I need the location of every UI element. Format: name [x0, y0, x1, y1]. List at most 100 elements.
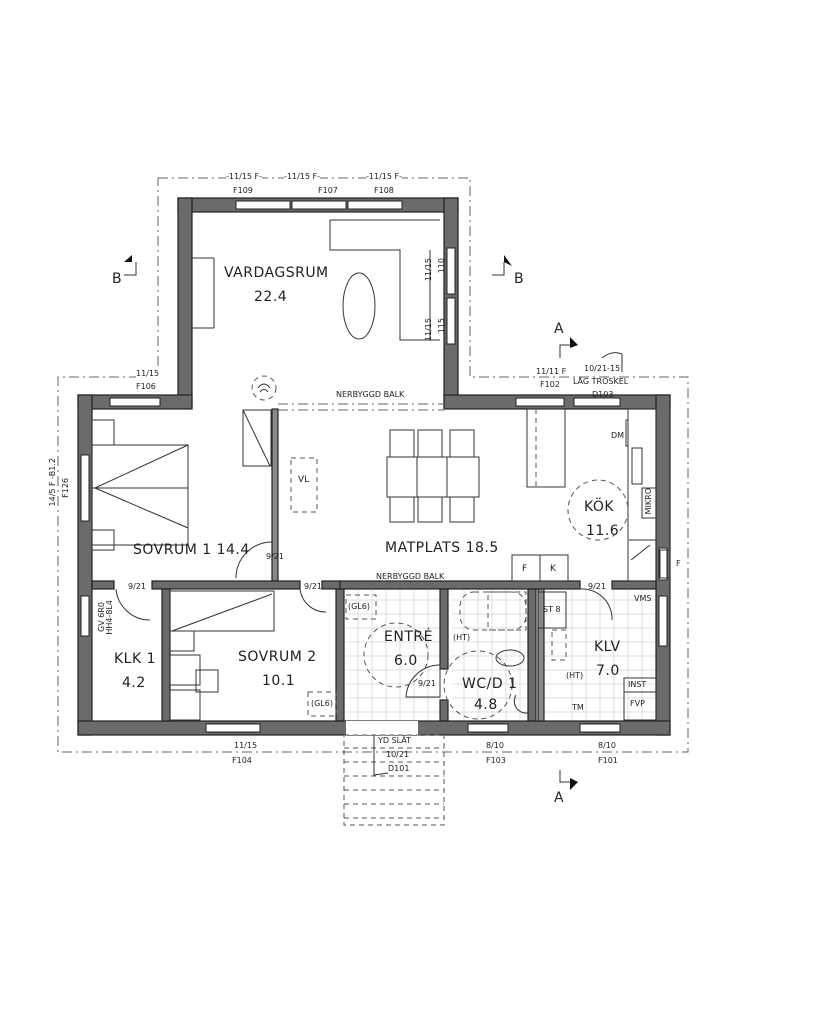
section-marker-a-top: [559, 337, 578, 358]
sofa: [192, 219, 440, 341]
door-size-klv: 9/21: [588, 582, 606, 591]
window-id-f104: F104: [232, 756, 252, 765]
cabinet-st8: [537, 591, 567, 629]
fixture-gl6-entre: (GL6): [348, 602, 370, 611]
bathtub-shower: [459, 591, 527, 631]
room-area-klk1: 4.2: [122, 675, 146, 691]
window-id-f103: F103: [486, 756, 506, 765]
vl-box: [290, 457, 318, 513]
room-label-sovrum2: SOVRUM 2: [238, 649, 317, 665]
fixture-f-right: F: [676, 559, 681, 568]
single-bed: [169, 590, 275, 721]
fixture-vl: VL: [298, 475, 310, 485]
door-id-d103: D103: [592, 390, 614, 399]
window-size-f101: 8/10: [598, 741, 616, 750]
section-marker-b-left: [124, 255, 137, 276]
entry-steps: [343, 734, 445, 826]
ventilation-icon: [251, 375, 277, 401]
beam-label-lower: NERBYGGD BALK: [376, 572, 445, 581]
double-bed: [91, 419, 189, 551]
room-area-wcd1: 4.8: [474, 697, 498, 713]
beam-label-upper: NERBYGGD BALK: [336, 390, 405, 399]
room-label-entre: ENTRÉ: [384, 629, 433, 645]
door-note-d103: LÅG TRÖSKEL: [573, 377, 629, 386]
window-size-f103: 8/10: [486, 741, 504, 750]
window-size-f126: 14/5 F -B1.2: [48, 458, 57, 507]
fixture-mikro: MIKRO: [644, 488, 653, 515]
room-area-sovrum2: 10.1: [262, 673, 296, 689]
dining-table: [386, 429, 480, 523]
fixture-inst: INST: [628, 680, 647, 689]
room-label-sovrum1: SOVRUM 1 14.4: [133, 542, 250, 558]
window-id-f110: 110: [437, 258, 446, 274]
windows: [80, 200, 668, 735]
fixture-ht-klv: (HT): [566, 671, 584, 680]
room-label-wcd1: WC/D 1: [462, 676, 518, 692]
window-size-f102: 11/11 F: [536, 367, 567, 376]
fixture-dm: DM: [611, 431, 625, 440]
section-marker-b-right: [492, 255, 512, 276]
section-label-a-top: A: [554, 321, 564, 337]
door-swing-klv: [579, 588, 613, 621]
interior-walls: [91, 408, 657, 722]
fixture-vms: VMS: [634, 594, 652, 603]
door-size-sovrum1: 9/21: [266, 552, 284, 561]
door-size-wc: 9/21: [418, 679, 436, 688]
toilet-icon: [495, 649, 525, 667]
window-id-f106: F106: [136, 382, 156, 391]
fixture-ht-wc: (HT): [453, 633, 471, 642]
freezer-box: [539, 554, 569, 582]
door-size-d101: 10/21: [386, 750, 410, 759]
sink-icon: [513, 694, 529, 714]
window-size-f107: -11/15 F-: [284, 172, 320, 181]
property-boundary: [57, 177, 689, 753]
turning-circle-kok: [567, 479, 629, 541]
section-label-b-left: B: [112, 271, 122, 287]
fixture-st8: ST 8: [543, 605, 561, 614]
window-size-f109: -11/15 F-: [226, 172, 262, 181]
section-label-a-bottom: A: [554, 790, 564, 806]
fixture-f: F: [522, 564, 528, 574]
window-size-f104: 11/15: [234, 741, 258, 750]
fvp-box: [623, 691, 657, 721]
window-size-f110: 11/15: [424, 258, 433, 282]
coffee-table: [342, 272, 376, 340]
entry-door-swing: [373, 735, 389, 776]
fixture-tm: TM: [572, 703, 584, 712]
door-size-klk1: 9/21: [128, 582, 146, 591]
window-size-f108: -11/15 F-: [366, 172, 402, 181]
room-label-klv: KLV: [594, 639, 621, 655]
door-swing-klk1: [115, 588, 151, 621]
section-label-b-right: B: [514, 271, 524, 287]
turning-circle-entre: [363, 622, 429, 688]
room-area-vardagsrum: 22.4: [254, 289, 288, 305]
door-size-sovrum2: 9/21: [304, 582, 322, 591]
room-label-vardagsrum: VARDAGSRUM: [224, 265, 329, 281]
tile-grid-wc: [452, 590, 528, 720]
window-id-f109: F109: [233, 186, 253, 195]
kitchen-island: [526, 408, 566, 488]
tile-grid-klv: [540, 590, 655, 720]
door-note-d101: YD SLÄT: [378, 736, 412, 745]
fixture-fvp: FVP: [630, 699, 645, 708]
window-id-f101: F101: [598, 756, 618, 765]
fixture-hh: HH4-8L4: [105, 600, 114, 635]
fixture-k: K: [550, 564, 556, 574]
tile-grid-entre: [346, 590, 440, 720]
door-swing-sovrum1: [235, 541, 273, 579]
wardrobe-sovrum1: [242, 409, 272, 467]
kitchen-counter: [625, 408, 671, 582]
door-swing-wc: [405, 664, 441, 698]
room-area-entre: 6.0: [394, 653, 418, 669]
window-id-f107: F107: [318, 186, 338, 195]
room-label-kok: KÖK: [584, 499, 615, 515]
window-id-f126: F126: [61, 478, 70, 498]
section-marker-a-bottom: [559, 770, 578, 790]
door-id-d101: D101: [388, 764, 410, 773]
room-area-klv: 7.0: [596, 663, 620, 679]
room-area-kok: 11.6: [586, 523, 620, 539]
door-size-d103: 10/21-15: [584, 364, 621, 373]
window-size-f106: 11/15: [136, 369, 160, 378]
window-id-f102: F102: [540, 380, 560, 389]
